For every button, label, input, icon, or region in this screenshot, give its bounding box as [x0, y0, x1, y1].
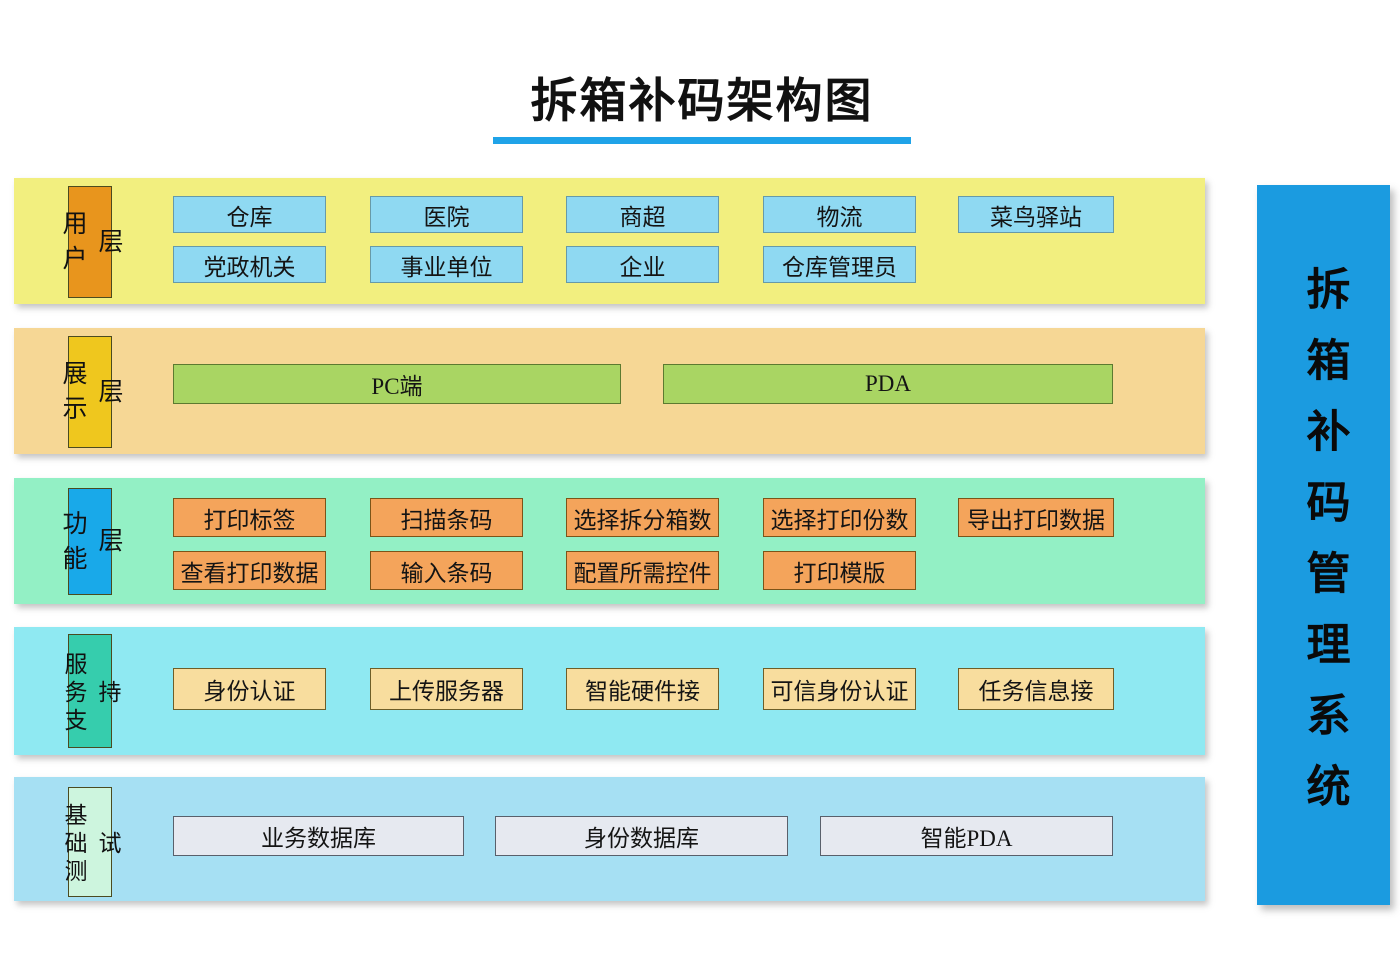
node-upload-server: 上传服务器	[370, 668, 523, 710]
node-party-government: 党政机关	[173, 246, 326, 283]
node-warehouse: 仓库	[173, 196, 326, 233]
node-print-template: 打印模版	[763, 551, 916, 590]
node-cainiao-station: 菜鸟驿站	[958, 196, 1114, 233]
node-pc-client: PC端	[173, 364, 621, 404]
title-underline: 拆箱补码架构图	[493, 62, 911, 144]
layer-user: 用户层 仓库 医院 商超 物流 菜鸟驿站 党政机关 事业单位 企业 仓库管理员	[14, 178, 1205, 304]
layer-display: 展示层 PC端 PDA	[14, 328, 1205, 454]
system-title-text: 拆箱补码管理系统	[1299, 266, 1349, 834]
node-view-print-data: 查看打印数据	[173, 551, 326, 590]
layer-base-test-label: 基础测试	[61, 787, 120, 897]
layer-user-label: 用户层	[59, 186, 122, 298]
layer-service-support: 服务支持 身份认证 上传服务器 智能硬件接 可信身份认证 任务信息接	[14, 627, 1205, 755]
node-print-label: 打印标签	[173, 498, 326, 537]
system-title-banner: 拆箱补码管理系统	[1257, 185, 1390, 905]
node-supermarket: 商超	[566, 196, 719, 233]
node-trusted-identity-auth: 可信身份认证	[763, 668, 916, 710]
node-input-barcode: 输入条码	[370, 551, 523, 590]
layer-function-label: 功能层	[59, 488, 122, 595]
node-public-institution: 事业单位	[370, 246, 523, 283]
node-business-database: 业务数据库	[173, 816, 464, 856]
node-export-print-data: 导出打印数据	[958, 498, 1114, 537]
node-enterprise: 企业	[566, 246, 719, 283]
node-warehouse-manager: 仓库管理员	[763, 246, 916, 283]
node-identity-auth: 身份认证	[173, 668, 326, 710]
node-pda: PDA	[663, 364, 1113, 404]
node-task-info-interface: 任务信息接	[958, 668, 1114, 710]
node-select-print-copies: 选择打印份数	[763, 498, 916, 537]
page-title: 拆箱补码架构图	[530, 74, 874, 127]
layer-display-label: 展示层	[59, 336, 122, 448]
node-smart-pda: 智能PDA	[820, 816, 1113, 856]
node-configure-required-controls: 配置所需控件	[566, 551, 719, 590]
node-smart-hardware-interface: 智能硬件接	[566, 668, 719, 710]
layer-base-test: 基础测试 业务数据库 身份数据库 智能PDA	[14, 777, 1205, 901]
node-hospital: 医院	[370, 196, 523, 233]
node-scan-barcode: 扫描条码	[370, 498, 523, 537]
layer-function: 功能层 打印标签 扫描条码 选择拆分箱数 选择打印份数 导出打印数据 查看打印数…	[14, 478, 1205, 604]
layer-service-support-label: 服务支持	[61, 634, 120, 748]
node-logistics: 物流	[763, 196, 916, 233]
node-select-split-box-count: 选择拆分箱数	[566, 498, 719, 537]
node-identity-database: 身份数据库	[495, 816, 788, 856]
